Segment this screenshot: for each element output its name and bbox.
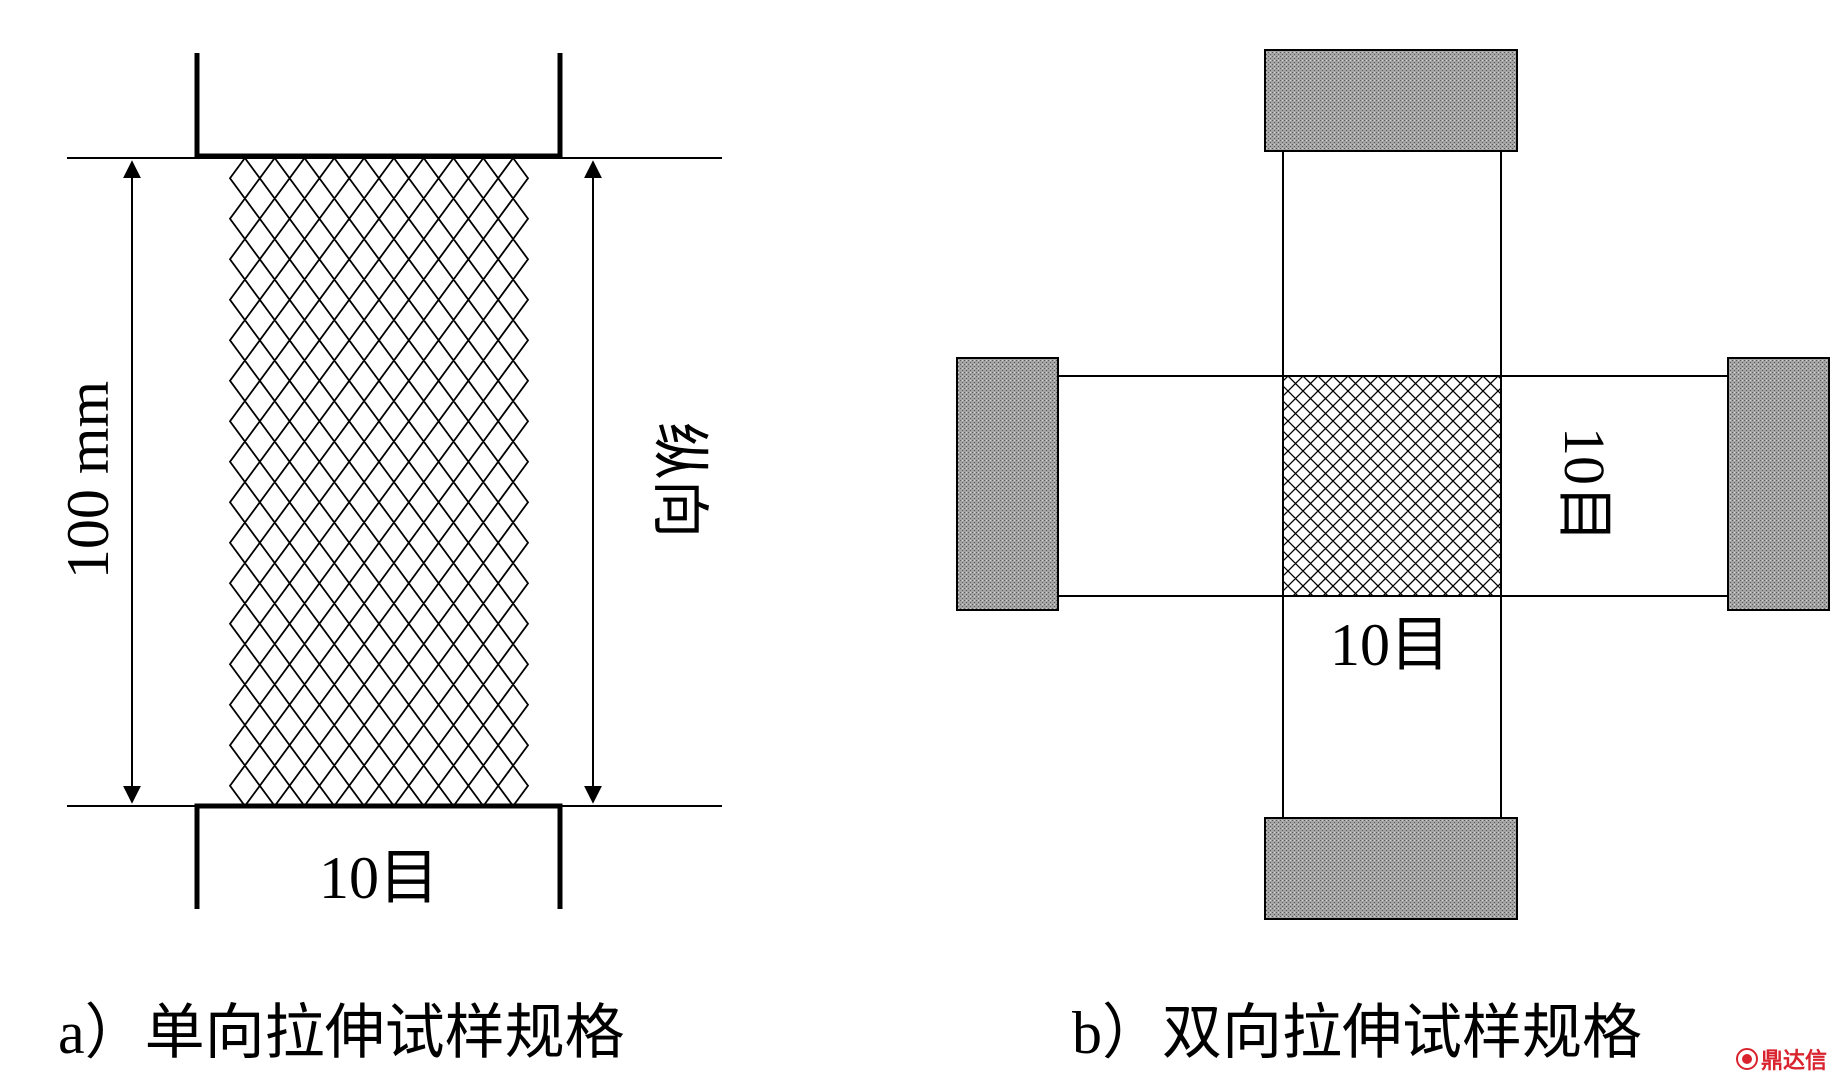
figure-b-biaxial-specimen: 10目 10目 xyxy=(956,49,1830,920)
mesh-a-diamonds xyxy=(228,156,530,808)
top-arm xyxy=(1282,149,1502,377)
bottom-grip xyxy=(1264,817,1518,920)
woven-mesh-center xyxy=(1283,376,1501,596)
top-grip xyxy=(1264,49,1518,152)
left-grip xyxy=(956,357,1059,611)
left-arm xyxy=(1057,375,1284,597)
height-label: 100 mm xyxy=(55,381,121,579)
figure-a-uniaxial-specimen: 100 mm 纵向 10目 xyxy=(55,53,722,911)
watermark-logo: 鼎达信 xyxy=(1736,1046,1828,1074)
mesh-label-a: 10目 xyxy=(319,845,439,911)
mesh-b-crosshatch xyxy=(1283,376,1501,596)
right-grip xyxy=(1727,357,1830,611)
mesh-label-bottom: 10目 xyxy=(1330,612,1450,678)
watermark-text: 鼎达信 xyxy=(1761,1049,1828,1074)
caption-b: b）双向拉伸试样规格 xyxy=(1072,1000,1642,1066)
watermark-mark-icon xyxy=(1736,1048,1758,1070)
caption-a: a）单向拉伸试样规格 xyxy=(58,1000,625,1066)
mesh-label-right: 10目 xyxy=(1552,427,1617,543)
direction-label: 纵向 xyxy=(647,422,712,538)
mesh-center-outline xyxy=(1282,375,1502,597)
top-clamp xyxy=(194,53,563,159)
expanded-mesh-a xyxy=(228,156,530,808)
